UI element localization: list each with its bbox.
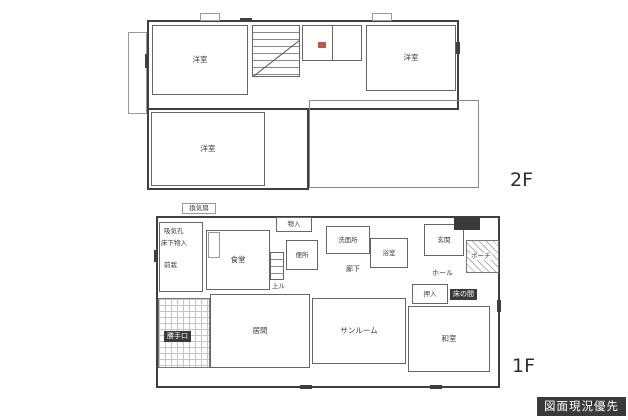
room-label: 浴室 [382, 248, 396, 257]
f2-room-bedroom-bottom-left: 洋室 [151, 112, 265, 186]
f1-storage: 物入 [276, 217, 312, 232]
room-label: 押入 [423, 289, 437, 298]
f1-room-washitsu: 和室 [408, 306, 490, 372]
f1-toilet: 便所 [286, 240, 318, 270]
f2-room-bedroom-top-right: 洋室 [366, 25, 456, 91]
window-mark [497, 300, 501, 312]
room-label: 洋室 [192, 55, 208, 65]
hall-label: ホール [432, 269, 453, 277]
garden-label: 前栽 [164, 261, 177, 269]
room-label: 洗面所 [338, 235, 358, 244]
kitchen-counter [208, 232, 220, 258]
step-up-label: 上ル [272, 282, 285, 290]
f2-balcony [309, 100, 479, 188]
room-label: 居間 [252, 326, 268, 336]
window-mark [430, 385, 442, 389]
genkan-storage-box [454, 218, 480, 230]
f1-bath: 浴室 [370, 238, 408, 268]
floor-label-2f: 2F [510, 169, 534, 191]
corridor-label: 廊下 [346, 265, 360, 273]
f2-room-bedroom-top-left: 洋室 [152, 25, 248, 95]
plan-red-mark [318, 42, 326, 48]
f2-roof-vent [200, 13, 220, 21]
room-label: 食堂 [230, 255, 246, 265]
f1-oshiire: 押入 [412, 284, 448, 304]
air-intake-label: 吸気孔 [164, 227, 184, 235]
f2-roof-vent [372, 13, 392, 21]
room-label: サンルーム [340, 326, 378, 336]
f2-stairs [252, 25, 300, 77]
room-label: 洋室 [200, 144, 216, 154]
underfloor-storage-label: 床下物入 [161, 239, 187, 247]
f1-washroom: 洗面所 [326, 226, 370, 254]
stairs-direction-line [253, 26, 299, 76]
porch-label: ポーチ [470, 252, 492, 260]
f2-closets [302, 25, 362, 61]
room-label: 物入 [287, 220, 301, 229]
room-label: 玄関 [437, 235, 451, 244]
floor-label-1f: 1F [512, 355, 536, 377]
f1-room-sunroom: サンルーム [312, 298, 406, 364]
f1-room-living: 居間 [210, 294, 310, 368]
f1-utility-area [159, 222, 203, 292]
window-mark [154, 250, 158, 262]
f1-genkan: 玄関 [424, 224, 464, 256]
room-label: 洋室 [403, 53, 419, 63]
room-label: 和室 [441, 334, 457, 344]
window-mark [145, 54, 149, 68]
tokonoma-label: 床の間 [450, 289, 477, 300]
f2-left-bay-window [128, 32, 147, 114]
vent-fan-label: 換気扇 [189, 204, 209, 213]
window-mark [240, 18, 252, 22]
window-mark [300, 385, 312, 389]
kitchen-door-label: 勝手口 [164, 331, 191, 342]
window-mark [456, 42, 460, 54]
closet-divider [332, 26, 333, 60]
priority-note-badge: 図面現況優先 [537, 397, 626, 416]
f1-vent-fan-box: 換気扇 [182, 203, 216, 214]
f2-outline-bottom [147, 108, 309, 190]
f1-stairs [270, 252, 284, 280]
room-label: 便所 [295, 250, 309, 259]
